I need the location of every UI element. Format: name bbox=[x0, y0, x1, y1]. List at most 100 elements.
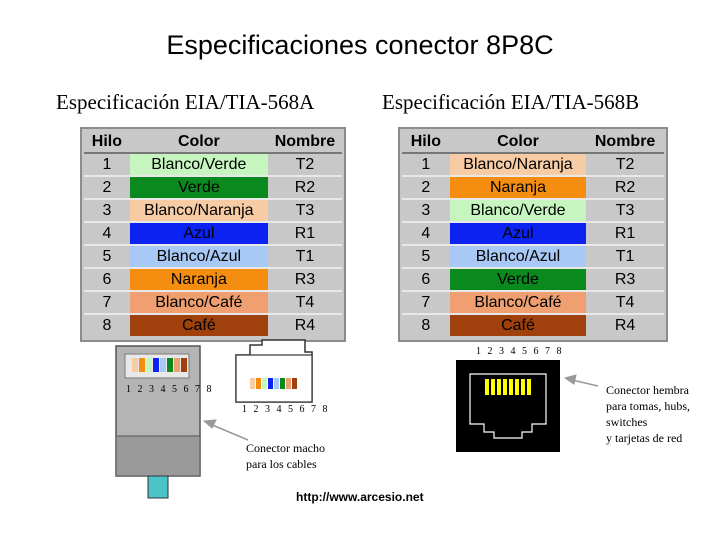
cell-nombre: R2 bbox=[267, 177, 342, 200]
cell-nombre: R1 bbox=[586, 223, 664, 246]
spec-568a-heading: Especificación EIA/TIA-568A bbox=[56, 90, 315, 114]
macho-arrow bbox=[209, 423, 249, 441]
cell-color: Verde bbox=[449, 269, 587, 292]
hembra-note-line-3: switches bbox=[606, 415, 648, 429]
page-title: Especificaciones conector 8P8C bbox=[166, 30, 554, 60]
plug-side-pin-numbers: 1 2 3 4 5 6 7 8 bbox=[242, 404, 330, 415]
column-header-color: Color bbox=[449, 131, 587, 154]
cell-color: Naranja bbox=[129, 269, 268, 292]
cell-hilo: 5 bbox=[84, 246, 130, 269]
cell-hilo: 4 bbox=[402, 223, 450, 246]
cell-color: Azul bbox=[129, 223, 268, 246]
cell-color: Café bbox=[449, 315, 587, 336]
cell-color: Blanco/Naranja bbox=[449, 154, 587, 177]
column-header-hilo: Hilo bbox=[402, 131, 450, 154]
cell-nombre: T3 bbox=[267, 200, 342, 223]
plug-front-pin-numbers: 1 2 3 4 5 6 7 8 bbox=[126, 384, 214, 395]
rj45-jack-illustration bbox=[456, 360, 560, 452]
table-header-row: Hilo Color Nombre bbox=[402, 131, 664, 154]
cell-nombre: T4 bbox=[586, 292, 664, 315]
cell-nombre: R2 bbox=[586, 177, 664, 200]
macho-note-line-2: para los cables bbox=[246, 457, 317, 471]
cell-hilo: 8 bbox=[102, 316, 112, 334]
hembra-note-line-4: y tarjetas de red bbox=[606, 431, 683, 445]
rj45-plug-front-illustration bbox=[115, 345, 201, 499]
cell-hilo: 1 bbox=[84, 154, 130, 177]
cell-nombre: R1 bbox=[267, 223, 342, 246]
cell-nombre: T4 bbox=[267, 292, 342, 315]
jack-pin-numbers: 1 2 3 4 5 6 7 8 bbox=[476, 346, 564, 357]
cell-hilo: 2 bbox=[84, 177, 130, 200]
cell-color: Blanco/Verde bbox=[449, 200, 587, 223]
plug-side-contacts bbox=[250, 378, 297, 389]
table-row: 8 Café R4 bbox=[84, 315, 342, 336]
rj45-plug-side-illustration bbox=[235, 339, 313, 403]
cell-nombre: T1 bbox=[267, 246, 342, 269]
plug-front-contacts bbox=[132, 358, 187, 372]
cell-color: Naranja bbox=[449, 177, 587, 200]
cell-hilo: 3 bbox=[402, 200, 450, 223]
cell-color: Blanco/Café bbox=[129, 292, 268, 315]
macho-arrowhead bbox=[202, 419, 217, 429]
table-row: 8 Café R4 bbox=[402, 315, 664, 336]
column-header-hilo: Hilo bbox=[84, 131, 130, 154]
cell-nombre: R4 bbox=[614, 316, 636, 334]
cell-color: Blanco/Verde bbox=[129, 154, 268, 177]
cell-hilo: 2 bbox=[402, 177, 450, 200]
spec-568b-heading: Especificación EIA/TIA-568B bbox=[382, 90, 640, 114]
cell-hilo: 6 bbox=[84, 269, 130, 292]
cell-color: Blanco/Naranja bbox=[129, 200, 268, 223]
macho-note-line-1: Conector macho bbox=[246, 441, 325, 455]
cell-hilo: 8 bbox=[421, 316, 431, 334]
column-header-color: Color bbox=[129, 131, 268, 154]
cell-nombre: R4 bbox=[294, 316, 316, 334]
hembra-note: Conector hembra para tomas, hubs, switch… bbox=[606, 382, 690, 446]
cell-color: Café bbox=[129, 315, 268, 336]
hembra-arrowhead bbox=[563, 374, 577, 385]
column-header-nombre: Nombre bbox=[586, 131, 664, 154]
cell-color: Blanco/Azul bbox=[129, 246, 268, 269]
cell-color: Verde bbox=[129, 177, 268, 200]
table-header-row: Hilo Color Nombre bbox=[84, 131, 342, 154]
cell-hilo: 4 bbox=[84, 223, 130, 246]
cell-nombre: T3 bbox=[586, 200, 664, 223]
hembra-note-line-2: para tomas, hubs, bbox=[606, 399, 690, 413]
cell-hilo: 6 bbox=[402, 269, 450, 292]
column-header-nombre: Nombre bbox=[267, 131, 342, 154]
cell-nombre: T2 bbox=[586, 154, 664, 177]
source-url: http://www.arcesio.net bbox=[296, 490, 424, 504]
cell-hilo: 1 bbox=[402, 154, 450, 177]
hembra-note-line-1: Conector hembra bbox=[606, 383, 689, 397]
cell-nombre: R3 bbox=[267, 269, 342, 292]
cell-hilo: 5 bbox=[402, 246, 450, 269]
jack-contacts bbox=[485, 379, 531, 395]
cell-color: Blanco/Café bbox=[449, 292, 587, 315]
cell-nombre: R3 bbox=[586, 269, 664, 292]
cell-hilo: 3 bbox=[84, 200, 130, 223]
cell-nombre: T1 bbox=[586, 246, 664, 269]
macho-note: Conector macho para los cables bbox=[246, 440, 325, 472]
cell-hilo: 7 bbox=[402, 292, 450, 315]
cell-hilo: 7 bbox=[84, 292, 130, 315]
hembra-arrow bbox=[571, 379, 599, 387]
cell-nombre: T2 bbox=[267, 154, 342, 177]
cell-color: Blanco/Azul bbox=[449, 246, 587, 269]
cell-color: Azul bbox=[449, 223, 587, 246]
